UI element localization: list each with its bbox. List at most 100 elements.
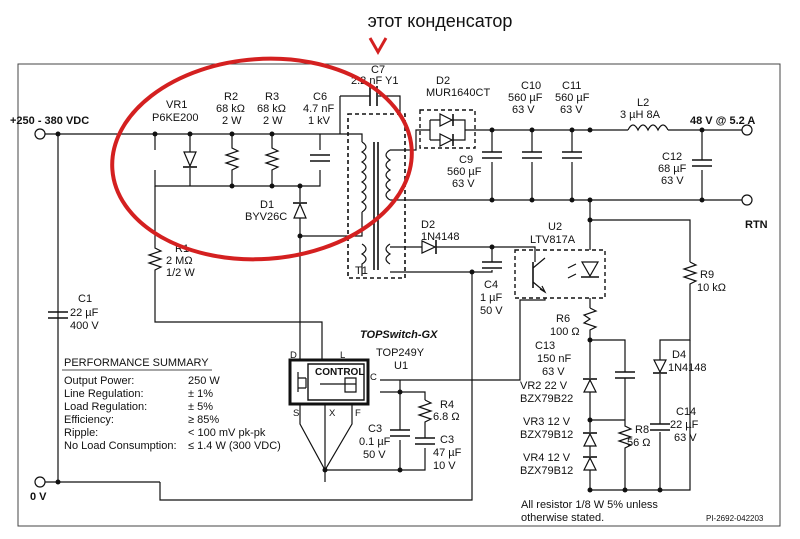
c6-rating: 1 kV <box>308 115 331 127</box>
r3-ref: R3 <box>265 91 279 103</box>
vin-label: +250 - 380 VDC <box>10 115 89 127</box>
u1-pin-x: X <box>329 408 336 419</box>
c3a-value: 0.1 µF <box>359 436 391 448</box>
r8-value: 56 Ω <box>627 437 651 449</box>
resistor-r2: R2 68 kΩ 2 W <box>216 91 245 186</box>
t1-ref: T1 <box>355 265 368 277</box>
diode-d2-1n4148: D2 1N4148 <box>390 219 492 254</box>
drawing-id: PI-2692-042203 <box>706 514 764 523</box>
c13-ref: C13 <box>535 340 555 352</box>
note-line-2: otherwise stated. <box>521 512 604 524</box>
capacitor-c11: C11 560 µF 63 V <box>555 80 590 200</box>
transformer-t1: T1 <box>340 113 406 279</box>
opto-wires <box>380 200 591 381</box>
summary-value: ≥ 85% <box>188 414 219 426</box>
c9-value: 560 µF <box>447 166 482 178</box>
c4-ref: C4 <box>484 279 498 291</box>
vr4-ref: VR4 12 V <box>523 452 571 464</box>
resistor-r1: R1 2 MΩ 1/2 W <box>147 186 323 348</box>
c3a-rating: 50 V <box>363 449 386 461</box>
summary-value: ± 5% <box>188 401 213 413</box>
c13-wire <box>590 339 626 412</box>
c11-rating: 63 V <box>560 104 583 116</box>
u1-brand: TOPSwitch-GX <box>360 329 438 341</box>
u1-pin-f: F <box>355 408 361 419</box>
c7-value: 2.2 nF Y1 <box>351 75 399 87</box>
c9-rating: 63 V <box>452 178 475 190</box>
capacitor-c14: C14 22 µF 63 V <box>650 406 699 490</box>
summary-label: Efficiency: <box>64 414 114 426</box>
resistor-r6: R6 100 Ω <box>550 307 598 364</box>
r2-rating: 2 W <box>222 115 242 127</box>
c10-rating: 63 V <box>512 104 535 116</box>
r9-wire <box>590 219 691 262</box>
r6-ref: R6 <box>556 313 570 325</box>
vr3-value: BZX79B12 <box>520 429 573 441</box>
c11-ref: C11 <box>562 80 581 92</box>
c6-value: 4.7 nF <box>303 103 334 115</box>
summary-label: Line Regulation: <box>64 388 144 400</box>
r4-ref: R4 <box>440 399 454 411</box>
summary-label: Load Regulation: <box>64 401 147 413</box>
u1-ref: U1 <box>394 360 408 372</box>
vin-terminal <box>34 128 46 140</box>
vr4-value: BZX79B12 <box>520 465 573 477</box>
u1-source-wires <box>299 404 353 472</box>
summary-value: ± 1% <box>188 388 213 400</box>
vr1-ref: VR1 <box>166 99 187 111</box>
r2-ref: R2 <box>224 91 238 103</box>
d2b-ref: D2 <box>421 219 435 231</box>
c11-value: 560 µF <box>555 92 590 104</box>
c3a-ref: C3 <box>368 423 382 435</box>
pointer-arrow-icon <box>368 37 388 56</box>
c12-ref: C12 <box>662 151 682 163</box>
c14-rating: 63 V <box>674 432 697 444</box>
bias-return-wire <box>159 272 473 501</box>
zener-vr4: VR4 12 V BZX79B12 <box>520 452 597 490</box>
c3b-ref: C3 <box>440 434 454 446</box>
d4-value: 1N4148 <box>668 362 707 374</box>
resistor-r9: R9 10 kΩ <box>659 261 726 358</box>
caption-text: этот конденсатор <box>368 11 513 31</box>
r9-value: 10 kΩ <box>697 282 726 294</box>
zener-vr3: VR3 12 V BZX79B12 <box>520 416 597 454</box>
c7-ref: C7 <box>371 64 385 76</box>
d2-value: MUR1640CT <box>426 87 490 99</box>
summary-value: 250 W <box>188 375 220 387</box>
optocoupler-u2: U2 LTV817A <box>514 221 606 299</box>
c13-rating: 63 V <box>542 366 565 378</box>
capacitor-c4: C4 1 µF 50 V <box>390 246 536 317</box>
vr1-value: P6KE200 <box>152 112 198 124</box>
r1-value: 2 MΩ <box>166 255 193 267</box>
u1-pin-d: D <box>290 350 297 361</box>
performance-summary: PERFORMANCE SUMMARY Output Power: 250 W … <box>62 357 281 452</box>
d1-value: BYV26C <box>245 211 287 223</box>
summary-label: Output Power: <box>64 375 134 387</box>
zener-vr2: VR2 22 V BZX79B22 <box>520 364 597 420</box>
c3b-rating: 10 V <box>433 460 456 472</box>
capacitor-c1: C1 22 µF 400 V <box>48 293 99 332</box>
u2-value: LTV817A <box>530 234 576 246</box>
c13-value: 150 nF <box>537 353 572 365</box>
r2-value: 68 kΩ <box>216 103 245 115</box>
gnd-label: 0 V <box>30 491 47 503</box>
u1-pin-s: S <box>293 408 299 419</box>
c6-ref: C6 <box>313 91 327 103</box>
secondary-wire <box>390 129 430 151</box>
topswitch-u1: TOPSwitch-GX TOP249Y U1 CONTROL D L C S … <box>288 329 438 419</box>
vout-label: 48 V @ 5.2 A <box>690 115 755 127</box>
r9-ref: R9 <box>700 269 714 281</box>
c12-rating: 63 V <box>661 175 684 187</box>
vout-terminal <box>741 124 753 136</box>
vr2-ref: VR2 22 V <box>520 380 568 392</box>
d2-ref: D2 <box>436 75 450 87</box>
l2-ref: L2 <box>637 97 649 109</box>
resistor-r4: R4 6.8 Ω <box>417 399 460 438</box>
d4-ref: D4 <box>672 349 686 361</box>
summary-title: PERFORMANCE SUMMARY <box>64 357 209 369</box>
capacitor-c3-large: C3 47 µF 10 V <box>415 434 462 472</box>
summary-value: < 100 mV pk-pk <box>188 427 266 439</box>
c4-rating: 50 V <box>480 305 503 317</box>
